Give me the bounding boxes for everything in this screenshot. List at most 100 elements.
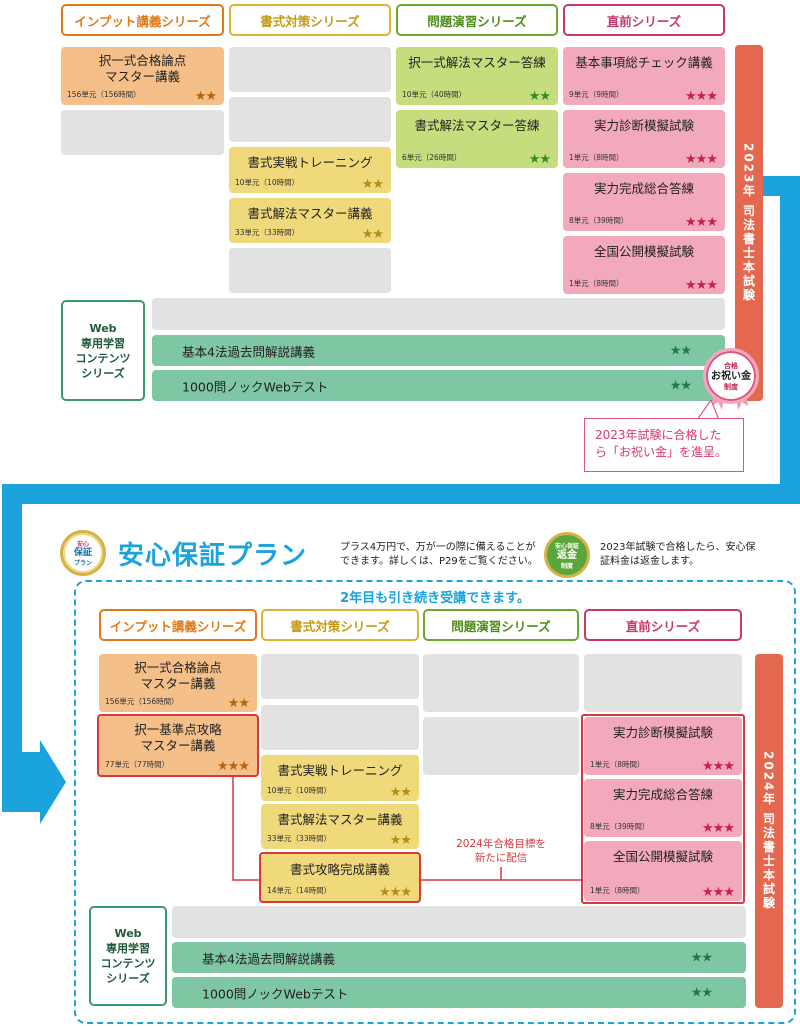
course-stars: ★★ xyxy=(194,89,217,104)
empty-slot xyxy=(229,248,391,293)
course-card: 択一式合格論点 マスター講義 156単元（156時間） ★★ xyxy=(61,47,224,105)
refund-text: 2023年試験で合格したら、安心保証料金は返金します。 xyxy=(600,542,756,567)
web-course-row: 1000問ノックWebテスト ★★ xyxy=(172,977,746,1008)
course-stars: ★★★ xyxy=(702,885,735,900)
course-title: 書式攻略完成講義 xyxy=(289,862,390,877)
course-card: 書式実戦トレーニング 10単元（10時間） ★★ xyxy=(261,755,419,801)
course-units: 6単元（26時間） xyxy=(402,153,462,162)
top-header-chokuzen: 直前シリーズ xyxy=(563,4,725,36)
course-units: 1単元（8時間） xyxy=(569,153,624,162)
course-stars: ★★ xyxy=(361,177,384,192)
course-title: 択一式合格論点 マスター講義 xyxy=(134,660,222,691)
web-course-row: 基本4法過去問解説講義 ★★ xyxy=(172,942,746,973)
course-units: 156単元（156時間） xyxy=(105,697,179,706)
course-title: 実力診断模擬試験 xyxy=(593,118,694,133)
course-title: 択一式合格論点 マスター講義 xyxy=(98,53,187,84)
course-stars: ★★ xyxy=(389,833,412,848)
course-title: 書式実戦トレーニング xyxy=(277,763,403,778)
web-course-label: 1000問ノックWebテスト xyxy=(202,986,349,1001)
course-title: 書式解法マスター答練 xyxy=(414,118,540,133)
course-title: 実力診断模擬試験 xyxy=(612,725,713,740)
course-stars: ★★ xyxy=(669,343,692,358)
course-title: 全国公開模擬試験 xyxy=(612,849,713,864)
top-header-mondai: 問題演習シリーズ xyxy=(396,4,558,36)
empty-slot xyxy=(261,705,419,750)
bottom-header-shoshiki: 書式対策シリーズ xyxy=(261,609,419,641)
second-year-frame xyxy=(74,580,796,1024)
bottom-header-mondai: 問題演習シリーズ xyxy=(423,609,579,641)
web-course-label: 基本4法過去問解説講義 xyxy=(182,344,315,359)
callout-pointer xyxy=(697,400,720,420)
course-title: 実力完成総合答練 xyxy=(612,787,713,802)
course-units: 8単元（39時間） xyxy=(590,822,650,831)
course-units: 9単元（9時間） xyxy=(569,90,624,99)
top-header-shoshiki: 書式対策シリーズ xyxy=(229,4,391,36)
course-stars: ★★★ xyxy=(379,885,412,900)
empty-slot xyxy=(172,906,746,938)
empty-slot xyxy=(152,298,725,330)
course-stars: ★★ xyxy=(669,378,692,393)
course-card: 択一式解法マスター答練 10単元（40時間） ★★ xyxy=(396,47,558,105)
course-stars: ★★ xyxy=(690,950,713,965)
course-stars: ★★ xyxy=(361,227,384,242)
course-card: 実力診断模擬試験 1単元（8時間） ★★★ xyxy=(563,110,725,168)
plan-badge: 安心 保証 プラン xyxy=(60,530,106,576)
badge-main: お祝い金 xyxy=(711,370,751,382)
course-units: 8単元（39時間） xyxy=(569,216,629,225)
badge-main: 保証 xyxy=(73,548,92,558)
plan-description: プラス4万円で、万が一の際に備えることができます。詳しくは、P29をご覧ください… xyxy=(340,542,538,567)
empty-slot xyxy=(423,717,579,775)
course-units: 14単元（14時間） xyxy=(267,886,332,895)
web-course-row: 1000問ノックWebテスト ★★ xyxy=(152,370,725,401)
course-card-new: 択一基準点攻略 マスター講義 77単元（77時間） ★★★ xyxy=(97,714,259,777)
course-units: 10単元（10時間） xyxy=(235,178,300,187)
course-card: 実力完成総合答練 8単元（39時間） ★★★ xyxy=(563,173,725,231)
celebration-badge: 合格 お祝い金 制度 xyxy=(703,348,759,404)
course-stars: ★★★ xyxy=(685,89,718,104)
badge-bottom: 制度 xyxy=(724,382,738,391)
web-course-label: 基本4法過去問解説講義 xyxy=(202,951,335,966)
course-stars: ★★ xyxy=(389,785,412,800)
course-card: 実力診断模擬試験 1単元（8時間） ★★★ xyxy=(584,717,742,775)
empty-slot xyxy=(261,654,419,699)
bottom-header-chokuzen: 直前シリーズ xyxy=(584,609,742,641)
course-units: 33単元（33時間） xyxy=(267,834,332,843)
course-card: 実力完成総合答練 8単元（39時間） ★★★ xyxy=(584,779,742,837)
top-header-input: インプット講義シリーズ xyxy=(61,4,224,36)
course-units: 1単元（8時間） xyxy=(590,886,645,895)
course-card: 基本事項総チェック講義 9単元（9時間） ★★★ xyxy=(563,47,725,105)
course-units: 1単元（8時間） xyxy=(569,279,624,288)
plan-title: 安心保証プラン xyxy=(118,541,308,571)
course-units: 1単元（8時間） xyxy=(590,760,645,769)
course-card: 全国公開模擬試験 1単元（8時間） ★★★ xyxy=(563,236,725,294)
course-stars: ★★ xyxy=(227,696,250,711)
refund-badge: 安心保証 返金 制度 xyxy=(544,532,590,578)
new-content-frame xyxy=(581,714,745,904)
course-card: 書式解法マスター答練 6単元（26時間） ★★ xyxy=(396,110,558,168)
course-stars: ★★ xyxy=(528,152,551,167)
course-title: 書式解法マスター講義 xyxy=(247,206,373,221)
web-course-row: 基本4法過去問解説講義 ★★ xyxy=(152,335,725,366)
second-year-label: 2年目も引き続き受講できます。 xyxy=(300,587,570,606)
course-title: 書式実戦トレーニング xyxy=(247,155,373,170)
web-series-label: Web 専用学習 コンテンツ シリーズ xyxy=(61,300,145,401)
badge-main: 返金 xyxy=(557,549,577,561)
course-card: 書式実戦トレーニング 10単元（10時間） ★★ xyxy=(229,147,391,193)
course-stars: ★★★ xyxy=(685,278,718,293)
empty-slot xyxy=(229,97,391,142)
course-title: 択一基準点攻略 マスター講義 xyxy=(134,722,222,753)
course-title: 実力完成総合答練 xyxy=(593,181,694,196)
course-units: 10単元（40時間） xyxy=(402,90,467,99)
course-stars: ★★★ xyxy=(685,152,718,167)
new-content-note: 2024年合格目標を 新たに配信 xyxy=(440,837,562,865)
course-stars: ★★★ xyxy=(685,215,718,230)
badge-top: 合格 xyxy=(724,361,738,370)
empty-slot xyxy=(61,110,224,155)
badge-bottom: プラン xyxy=(73,560,92,567)
course-units: 33単元（33時間） xyxy=(235,228,300,237)
empty-slot xyxy=(229,47,391,92)
empty-slot xyxy=(584,654,742,712)
course-stars: ★★ xyxy=(690,985,713,1000)
